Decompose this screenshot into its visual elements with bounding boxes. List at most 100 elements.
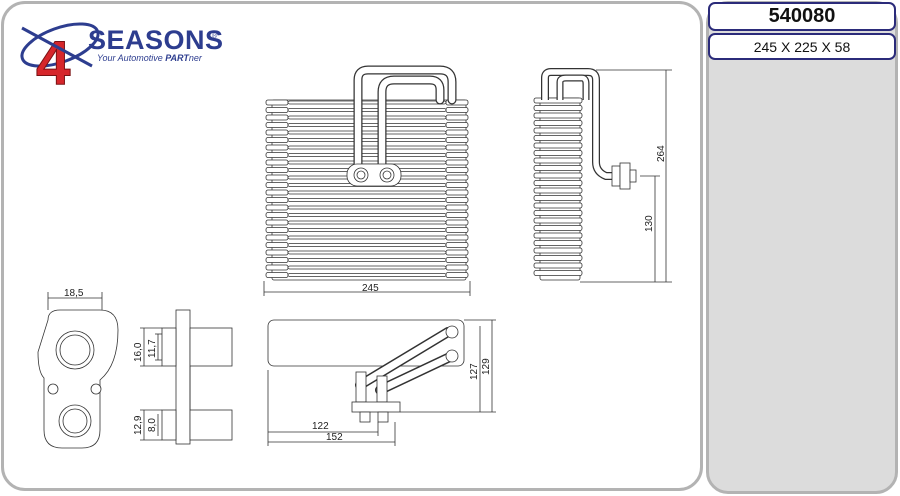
dimensions-box: 245 X 225 X 58 xyxy=(708,33,896,60)
flange-hole-right xyxy=(90,383,102,395)
side-fin xyxy=(533,255,583,261)
part-number: 540080 xyxy=(768,5,836,27)
front-fin-left xyxy=(265,234,289,241)
front-fin-left xyxy=(265,219,289,226)
front-fin-left xyxy=(265,174,289,181)
front-fin-right xyxy=(445,234,469,241)
top-pipe-right xyxy=(376,375,388,403)
side-fin xyxy=(533,165,583,171)
top-tube-b-fill xyxy=(376,352,456,394)
dim-label-12-9: 12,9 xyxy=(133,415,144,435)
tagline-prefix: Your Automotive xyxy=(97,53,165,63)
side-view xyxy=(533,68,672,283)
front-fin-right xyxy=(445,129,469,136)
front-fin-right xyxy=(445,212,469,218)
side-nut-b xyxy=(619,162,631,190)
front-fin-center xyxy=(287,220,447,225)
front-fin-center xyxy=(287,123,447,127)
side-fin xyxy=(533,195,583,201)
front-fin-center xyxy=(287,100,447,105)
front-fin-center xyxy=(287,228,447,232)
side-fin xyxy=(533,127,583,134)
dim-label-8-0: 8,0 xyxy=(147,418,158,432)
part-number-box: 540080 xyxy=(708,2,896,31)
front-fin-right xyxy=(445,257,469,263)
side-fin xyxy=(533,225,583,231)
section-upper-tube xyxy=(189,327,233,367)
top-pipe-left xyxy=(355,371,367,403)
front-fin-left xyxy=(265,212,289,218)
front-fin-left xyxy=(265,144,289,151)
side-fin xyxy=(533,180,583,186)
side-fin xyxy=(533,112,583,119)
front-fin-right xyxy=(445,189,469,196)
dim-label-130: 130 xyxy=(644,215,655,232)
front-fin-left xyxy=(265,152,289,158)
side-fin xyxy=(533,232,583,239)
front-fin-center xyxy=(287,250,447,255)
flange-hole-left xyxy=(47,383,59,395)
front-fin-left xyxy=(265,129,289,136)
side-fin xyxy=(533,120,583,126)
front-fin-left xyxy=(265,227,289,233)
side-tube-fill xyxy=(542,69,624,179)
dim-label-16-0: 16,0 xyxy=(133,342,144,362)
section-flange xyxy=(175,309,191,445)
front-view xyxy=(263,65,471,296)
front-port-right-inner xyxy=(382,170,392,180)
front-fin-right xyxy=(445,204,469,211)
top-tube-b-end xyxy=(445,349,459,363)
side-fin xyxy=(533,142,583,149)
section-lower-tube xyxy=(189,409,233,441)
front-fin-left xyxy=(265,122,289,128)
front-fin-left xyxy=(265,242,289,248)
port-section-view xyxy=(140,309,233,445)
front-fin-left xyxy=(265,272,289,278)
side-fin xyxy=(533,202,583,209)
side-nut-a xyxy=(611,165,621,187)
front-fin-center xyxy=(287,108,447,112)
front-fin-right xyxy=(445,144,469,151)
front-fin-right xyxy=(445,107,469,113)
front-fin-right xyxy=(445,264,469,271)
front-fin-center xyxy=(287,265,447,270)
dim-label-152: 152 xyxy=(326,432,343,443)
front-fin-right xyxy=(445,272,469,278)
side-fin xyxy=(533,150,583,156)
flange-port-upper-inner xyxy=(59,334,91,366)
front-core-fins xyxy=(265,99,469,281)
front-fin-left xyxy=(265,107,289,113)
top-flange xyxy=(351,401,401,413)
brand-logo: 4 SEASONS ® Your Automotive PARTner xyxy=(20,22,223,99)
front-fin-left xyxy=(265,249,289,256)
front-fin-right xyxy=(445,219,469,226)
front-fin-right xyxy=(445,182,469,188)
side-fin xyxy=(533,262,583,269)
front-fin-left xyxy=(265,197,289,203)
front-fin-left xyxy=(265,182,289,188)
section-lower-boss xyxy=(161,409,177,441)
front-fin-left xyxy=(265,99,289,106)
front-fin-right xyxy=(445,114,469,121)
logo-trademark: ® xyxy=(212,32,218,40)
front-fin-center xyxy=(287,243,447,247)
front-port-left-inner xyxy=(356,170,366,180)
front-tube-inner-fill xyxy=(378,76,444,174)
front-fin-right xyxy=(445,197,469,203)
side-fin xyxy=(533,157,583,164)
side-fin xyxy=(533,270,583,276)
logo-digit: 4 xyxy=(36,29,71,98)
front-tube-outer-fill xyxy=(354,66,456,174)
dim-label-129: 129 xyxy=(481,358,492,375)
front-fin-center xyxy=(287,115,447,120)
top-tube-a-end xyxy=(445,325,459,339)
front-fin-left xyxy=(265,189,289,196)
logo-tagline: Your Automotive PARTner xyxy=(97,53,203,63)
top-nut-right xyxy=(377,411,389,423)
side-nut-c xyxy=(629,169,637,183)
front-fin-right xyxy=(445,227,469,233)
front-fin-left xyxy=(265,257,289,263)
front-fin-right xyxy=(445,242,469,248)
side-fin xyxy=(533,172,583,179)
front-fin-center xyxy=(287,153,447,157)
